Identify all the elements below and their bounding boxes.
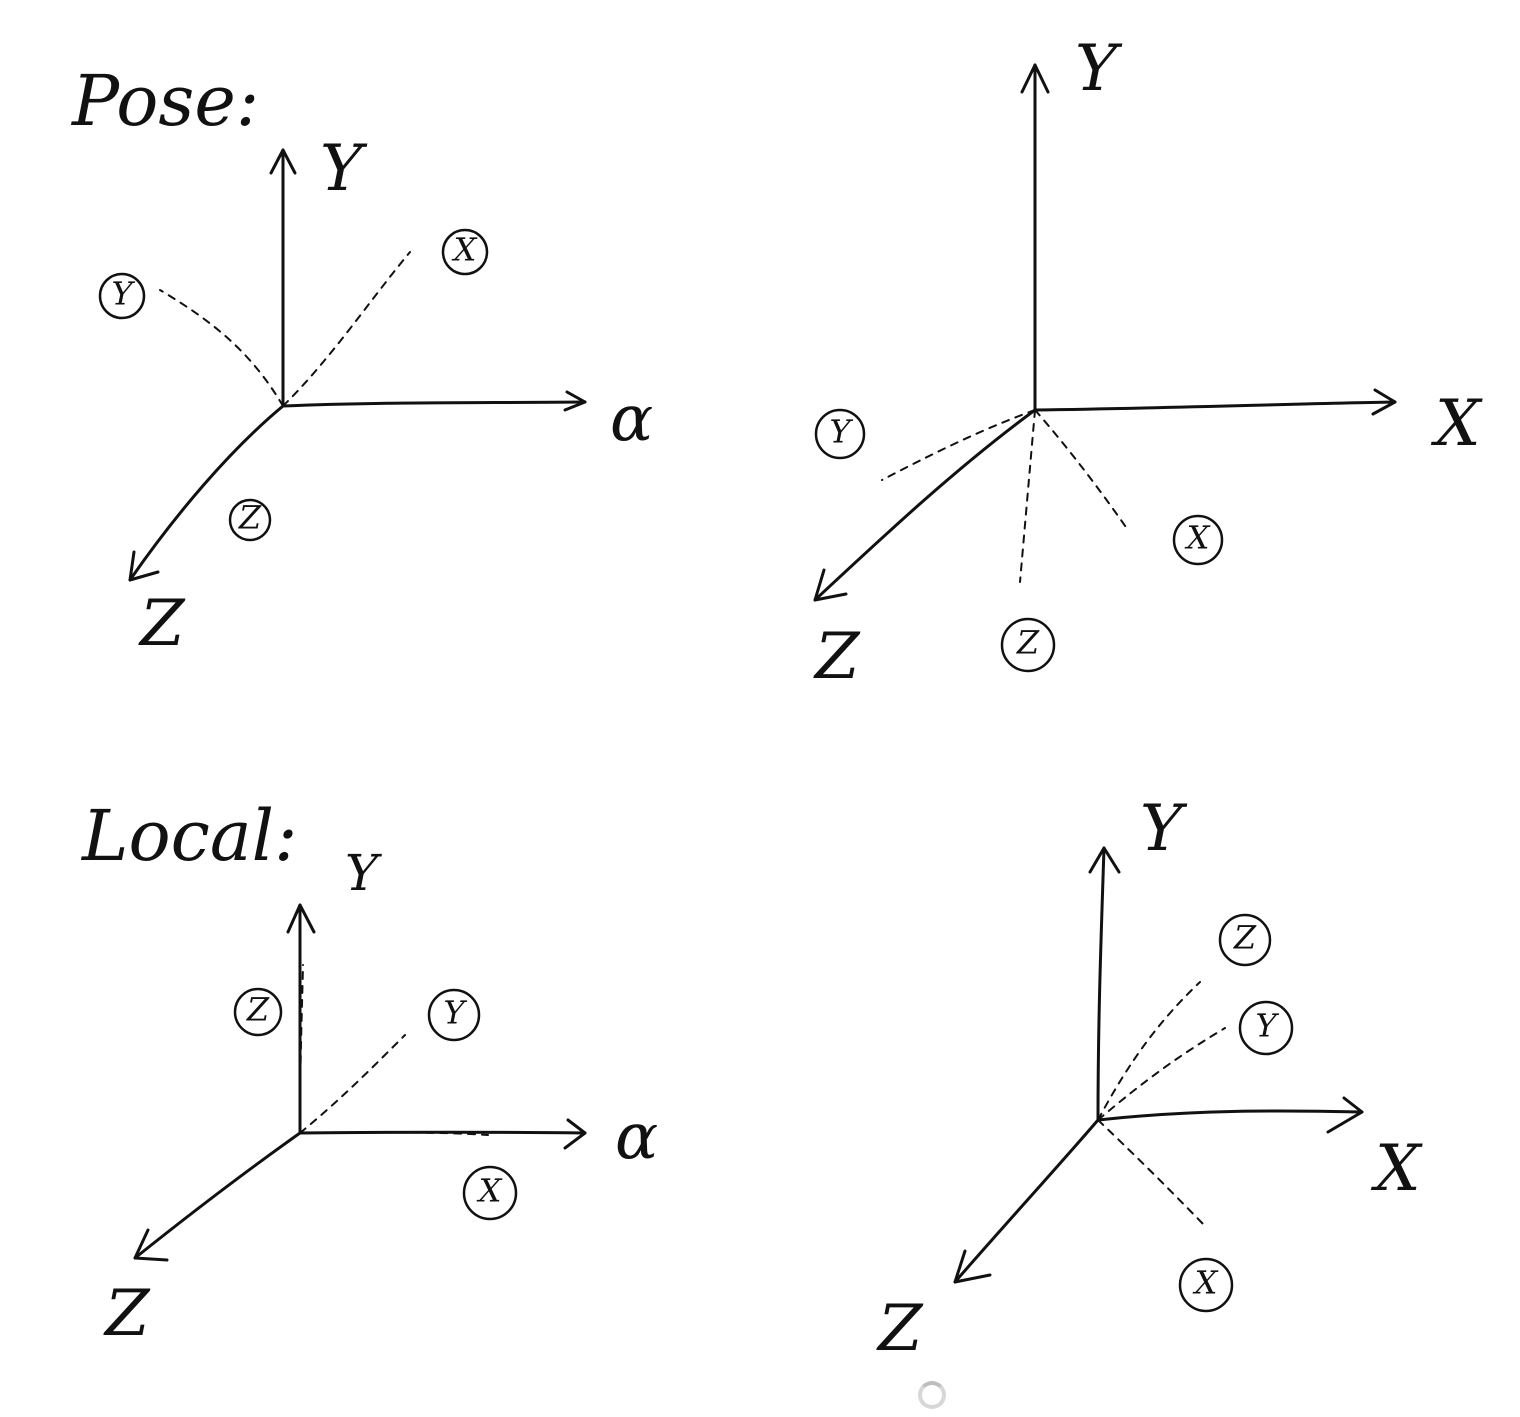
- local-right-z-label: Z: [876, 1292, 924, 1366]
- local-left-x-label: α: [615, 1100, 658, 1174]
- pose-right-circle-y: [814, 408, 866, 460]
- local-right-circle-z: [1218, 913, 1272, 967]
- pose-left-dashed-x: [282, 251, 411, 407]
- local-left-x-arrowhead: [563, 1118, 587, 1150]
- local-right-x-label: X: [1370, 1132, 1423, 1206]
- pose-left-x-label: α: [610, 382, 653, 456]
- local-right-x-axis: [1096, 1109, 1364, 1122]
- local-title: Local:: [80, 795, 298, 877]
- local-right-axes: Y X Z Z Y X: [876, 792, 1423, 1366]
- pose-right-x-axis: [1033, 400, 1397, 412]
- pose-left-circle-y: [98, 272, 146, 320]
- pose-right-circle-x: [1172, 514, 1224, 566]
- local-left-circle-z: [233, 987, 283, 1037]
- pose-right-circle-x-label: X: [1184, 519, 1211, 557]
- local-right-circle-y: [1238, 1000, 1294, 1056]
- pose-left-z-axis: [128, 404, 285, 582]
- local-right-y-axis: [1096, 846, 1106, 1122]
- local-left-axes: Y α Z Z Y X: [103, 844, 658, 1351]
- pose-right-x-arrowhead: [1371, 388, 1397, 416]
- pose-left-circle-x: [441, 228, 489, 276]
- local-left-z-arrowhead: [133, 1228, 169, 1262]
- pose-right-circle-z: [1000, 617, 1056, 673]
- pose-left-x-axis: [281, 400, 587, 408]
- local-left-z-label: Z: [103, 1277, 151, 1351]
- local-right-dashed-y: [1097, 1027, 1226, 1121]
- pose-right-dashed-y: [881, 409, 1036, 481]
- local-left-circle-z-label: Z: [246, 991, 270, 1029]
- pose-right-axes: Y X Z Y X Z: [813, 32, 1483, 694]
- pose-right-dashed-z: [1019, 409, 1036, 583]
- local-right-circle-x-label: X: [1192, 1264, 1219, 1302]
- pose-left-dashed-y: [159, 289, 284, 407]
- pose-right-z-arrowhead: [813, 568, 848, 602]
- local-right-circle-x: [1178, 1257, 1234, 1313]
- local-right-circle-z-label: Z: [1233, 919, 1257, 957]
- loading-spinner-icon: [918, 1381, 946, 1409]
- local-left-y-arrowhead: [286, 903, 316, 934]
- local-left-z-axis: [133, 1131, 302, 1260]
- pose-right-z-axis: [813, 408, 1037, 602]
- pose-right-circle-z-label: Z: [1016, 624, 1040, 662]
- local-left-circle-x: [462, 1165, 518, 1221]
- pose-right-circle-y-label: Y: [829, 413, 853, 451]
- pose-title: Pose:: [70, 60, 259, 142]
- local-right-circle-y-label: Y: [1255, 1007, 1279, 1045]
- local-right-z-arrowhead: [953, 1249, 992, 1284]
- pose-left-circle-z-label: Z: [238, 499, 262, 537]
- pose-left-z-arrowhead: [128, 550, 160, 582]
- local-right-dashed-z: [1097, 981, 1201, 1121]
- local-left-y-label: Y: [345, 844, 382, 902]
- local-right-z-axis: [953, 1118, 1100, 1284]
- local-right-y-label: Y: [1140, 792, 1188, 866]
- local-right-dashed-x: [1097, 1119, 1206, 1227]
- pose-left-z-label: Z: [138, 587, 186, 661]
- local-left-circle-x-label: X: [476, 1172, 503, 1210]
- local-left-dashed-x: [299, 1131, 489, 1136]
- pose-left-circle-z: [228, 498, 272, 542]
- pose-right-x-label: X: [1430, 387, 1483, 461]
- pose-left-x-arrowhead: [563, 390, 587, 412]
- local-right-x-arrowhead: [1326, 1096, 1364, 1134]
- pose-left-y-arrowhead: [269, 148, 297, 175]
- pose-right-z-label: Z: [813, 620, 861, 694]
- pose-left-circle-y-label: Y: [111, 275, 135, 313]
- pose-right-dashed-x: [1034, 409, 1129, 531]
- local-left-x-axis: [298, 1130, 587, 1135]
- local-left-dashed-y: [299, 1034, 406, 1134]
- pose-right-y-label: Y: [1075, 32, 1123, 106]
- local-right-y-arrowhead: [1088, 846, 1121, 874]
- pose-left-axes: Y α Z Y X Z: [98, 132, 653, 661]
- pose-right-y-arrowhead: [1020, 63, 1050, 94]
- pose-left-y-label: Y: [320, 132, 368, 206]
- local-left-circle-y: [427, 988, 481, 1042]
- local-left-circle-y-label: Y: [443, 994, 467, 1032]
- pose-left-circle-x-label: X: [451, 231, 478, 269]
